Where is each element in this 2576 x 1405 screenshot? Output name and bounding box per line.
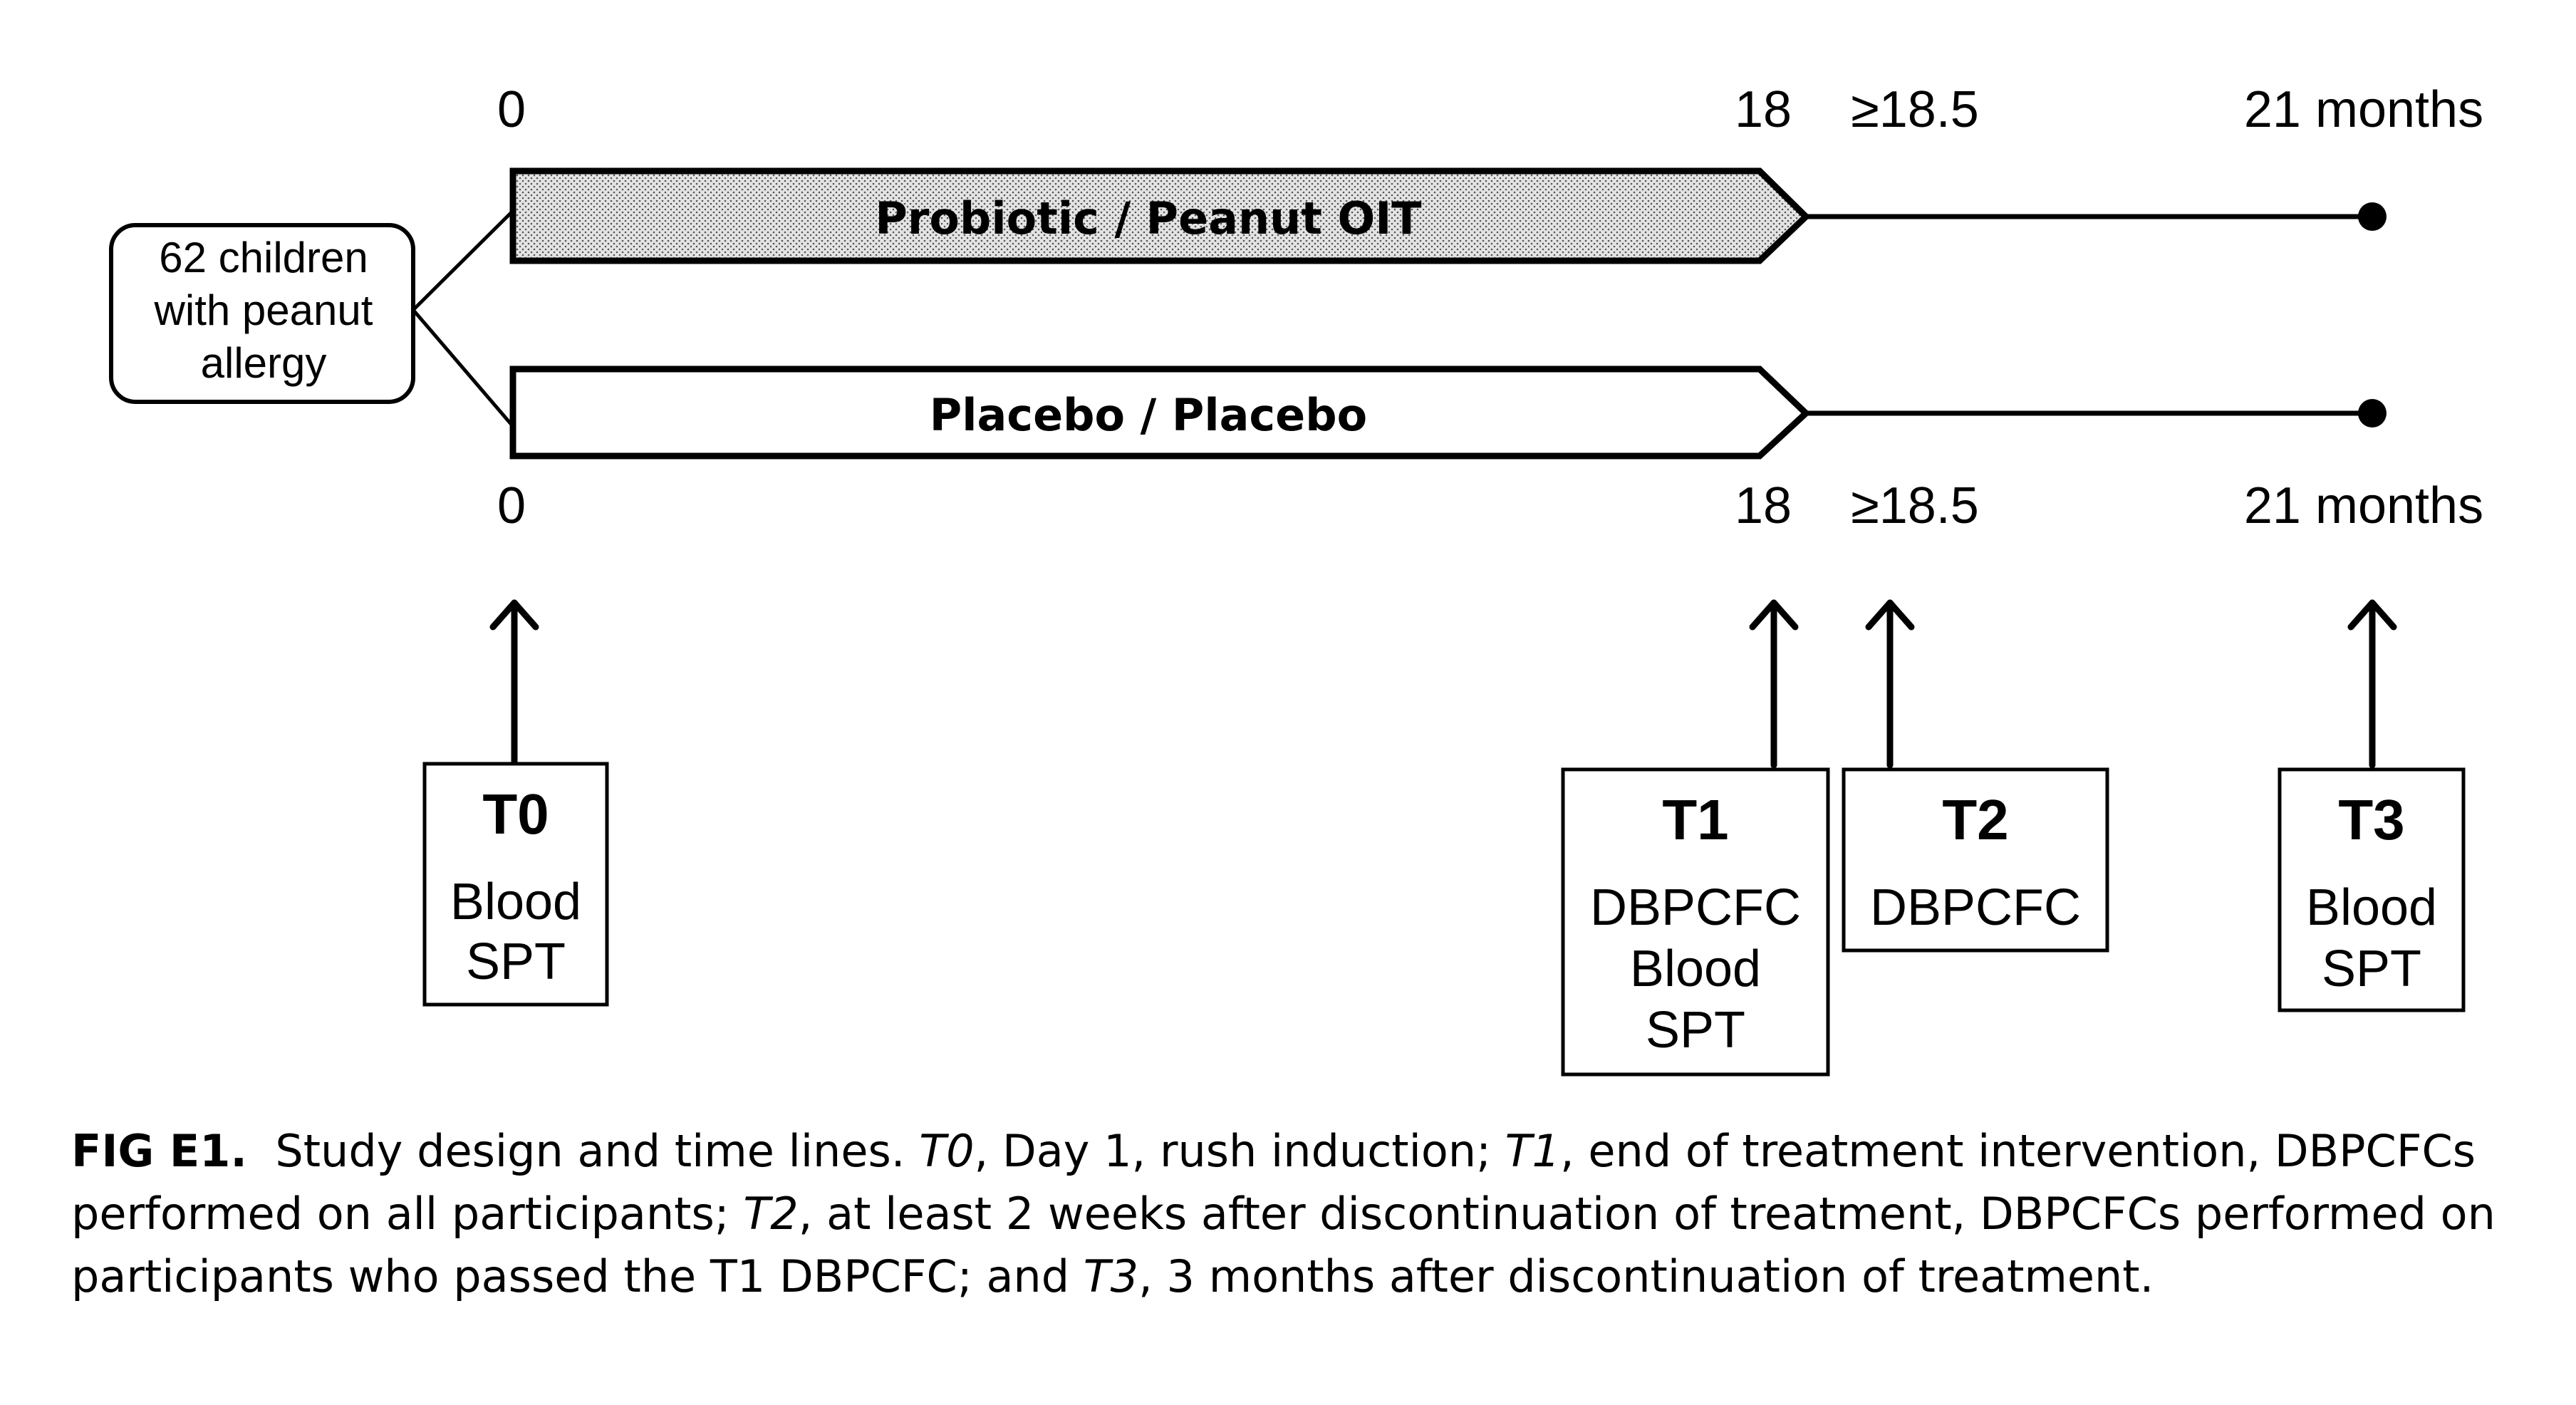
timepoint-box-t2 [1842,767,2109,953]
timepoint-t2-title: T2 [1942,788,2008,851]
arm-probiotic-endpoint [2358,202,2387,231]
top-label-0: 0 [497,81,526,138]
timepoint-t1-title: T1 [1662,788,1728,851]
caption-t3-term: T3 [1083,1250,1139,1302]
timepoint-t2-line-1: DBPCFC [1870,879,2081,936]
arrow-t1 [1749,599,1799,769]
top-label-18-5: ≥18.5 [1851,81,1979,138]
bottom-label-21-months: 21 months [2244,477,2483,534]
timepoint-t1-line-1: DBPCFC [1590,879,1801,936]
top-label-21-months: 21 months [2244,81,2483,138]
caption-t1-text: , end of treatment intervention, DBPCFCs… [71,1125,2476,1240]
timepoint-t0-line-2: SPT [466,933,566,990]
caption-t0-text: , Day 1, rush induction; [974,1125,1505,1177]
arm-placebo-endpoint [2358,399,2387,427]
timepoint-t1-line-2: Blood [1630,940,1761,997]
arrow-t0 [489,599,539,766]
arm-probiotic-label: Probiotic / Peanut OIT [875,192,1421,244]
figure-caption: FIG E1. Study design and time lines. T0,… [71,1120,2522,1308]
bottom-label-0: 0 [497,477,526,534]
bottom-label-18-5: ≥18.5 [1851,477,1979,534]
timepoint-t3-line-1: Blood [2306,879,2437,936]
caption-t0-term: T0 [919,1125,975,1177]
arm-placebo-arrow [509,365,1811,460]
caption-t3-text: , 3 months after discontinuation of trea… [1138,1250,2154,1302]
bottom-label-18: 18 [1735,477,1792,534]
timepoint-box-t0 [422,762,609,1007]
timepoint-box-t1 [1561,767,1830,1077]
arm-probiotic-arrow [509,167,1811,264]
caption-t1-term: T1 [1505,1125,1560,1177]
study-design-diagram: 0 18 ≥18.5 21 months 62 children with pe… [109,81,2483,1077]
start-box [109,223,415,404]
arm-placebo-label: Placebo / Placebo [930,389,1367,441]
caption-t2-text: , at least 2 weeks after discontinuation… [71,1188,2496,1302]
timepoint-t3-line-2: SPT [2322,940,2421,997]
start-box-line-3: allergy [201,339,327,387]
timepoint-t0-title: T0 [482,782,549,846]
caption-t2-term: T2 [743,1188,799,1240]
start-box-line-1: 62 children [159,234,368,281]
timepoint-t3-title: T3 [2338,788,2404,851]
branch-connector-top [412,211,513,311]
timepoint-box-t3 [2278,767,2466,1012]
branch-connector-bottom [412,309,513,426]
caption-lead: Study design and time lines. [275,1125,920,1177]
start-box-line-2: with peanut [154,286,373,334]
caption-fig-label: FIG E1. [71,1125,247,1177]
timepoint-t1-line-3: SPT [1646,1002,1745,1059]
timepoint-t0-line-1: Blood [450,873,581,930]
top-label-18: 18 [1735,81,1792,138]
arrow-t2 [1865,599,1915,769]
arrow-t3 [2347,599,2397,769]
